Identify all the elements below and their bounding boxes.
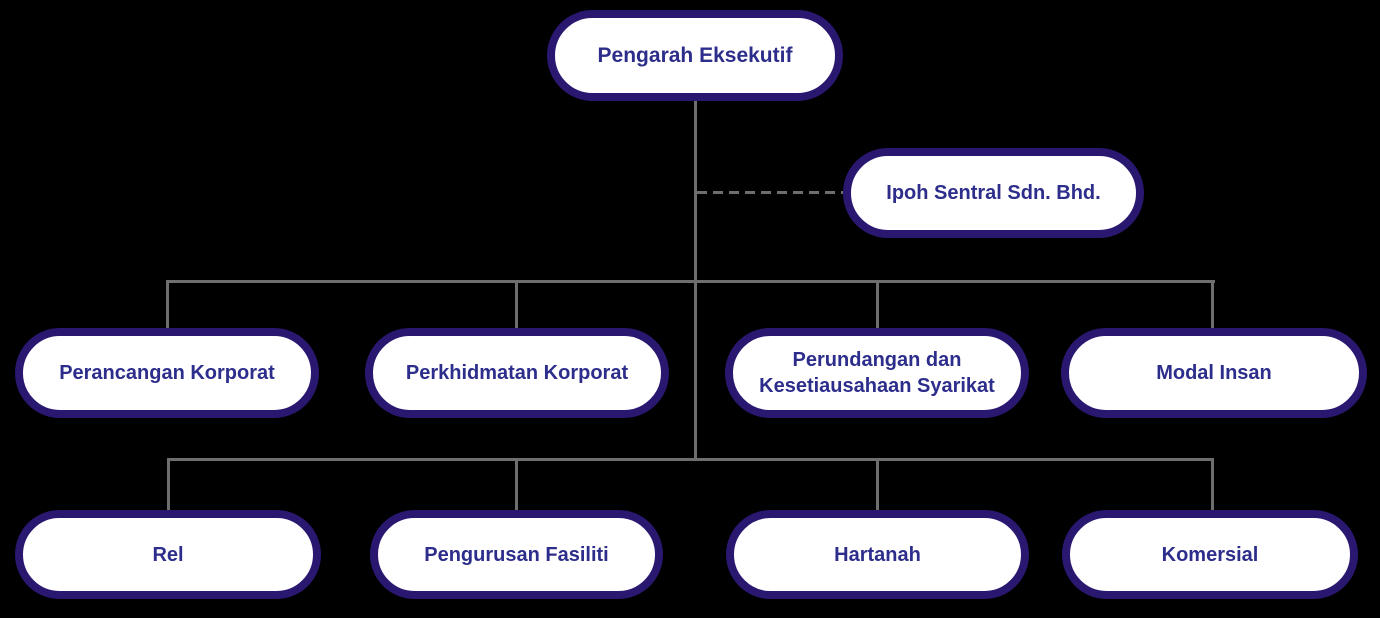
node-perundangan-kesetiausahaan: Perundangan dan Kesetiausahaan Syarikat	[725, 328, 1029, 418]
connector-level2-stub-4	[1211, 458, 1214, 512]
node-rel: Rel	[15, 510, 321, 599]
node-modal-insan: Modal Insan	[1061, 328, 1367, 418]
node-hartanah: Hartanah	[726, 510, 1029, 599]
connector-level1-stub-2	[515, 280, 518, 330]
connector-level1-stub-1	[166, 280, 169, 330]
node-perkhidmatan-korporat: Perkhidmatan Korporat	[365, 328, 669, 418]
node-komersial: Komersial	[1062, 510, 1358, 599]
connector-affiliate-dashed	[697, 191, 843, 194]
connector-level1-stub-4	[1211, 280, 1214, 330]
connector-level1-stub-3	[876, 280, 879, 330]
node-ipoh-sentral: Ipoh Sentral Sdn. Bhd.	[843, 148, 1144, 238]
connector-level2-stub-3	[876, 458, 879, 512]
connector-level2-horizontal	[167, 458, 1214, 461]
node-perancangan-korporat: Perancangan Korporat	[15, 328, 319, 418]
connector-level2-stub-1	[167, 458, 170, 512]
node-pengurusan-fasiliti: Pengurusan Fasiliti	[370, 510, 663, 599]
connector-level2-stub-2	[515, 458, 518, 512]
node-pengarah-eksekutif: Pengarah Eksekutif	[547, 10, 843, 101]
connector-level1-horizontal	[166, 280, 1215, 283]
